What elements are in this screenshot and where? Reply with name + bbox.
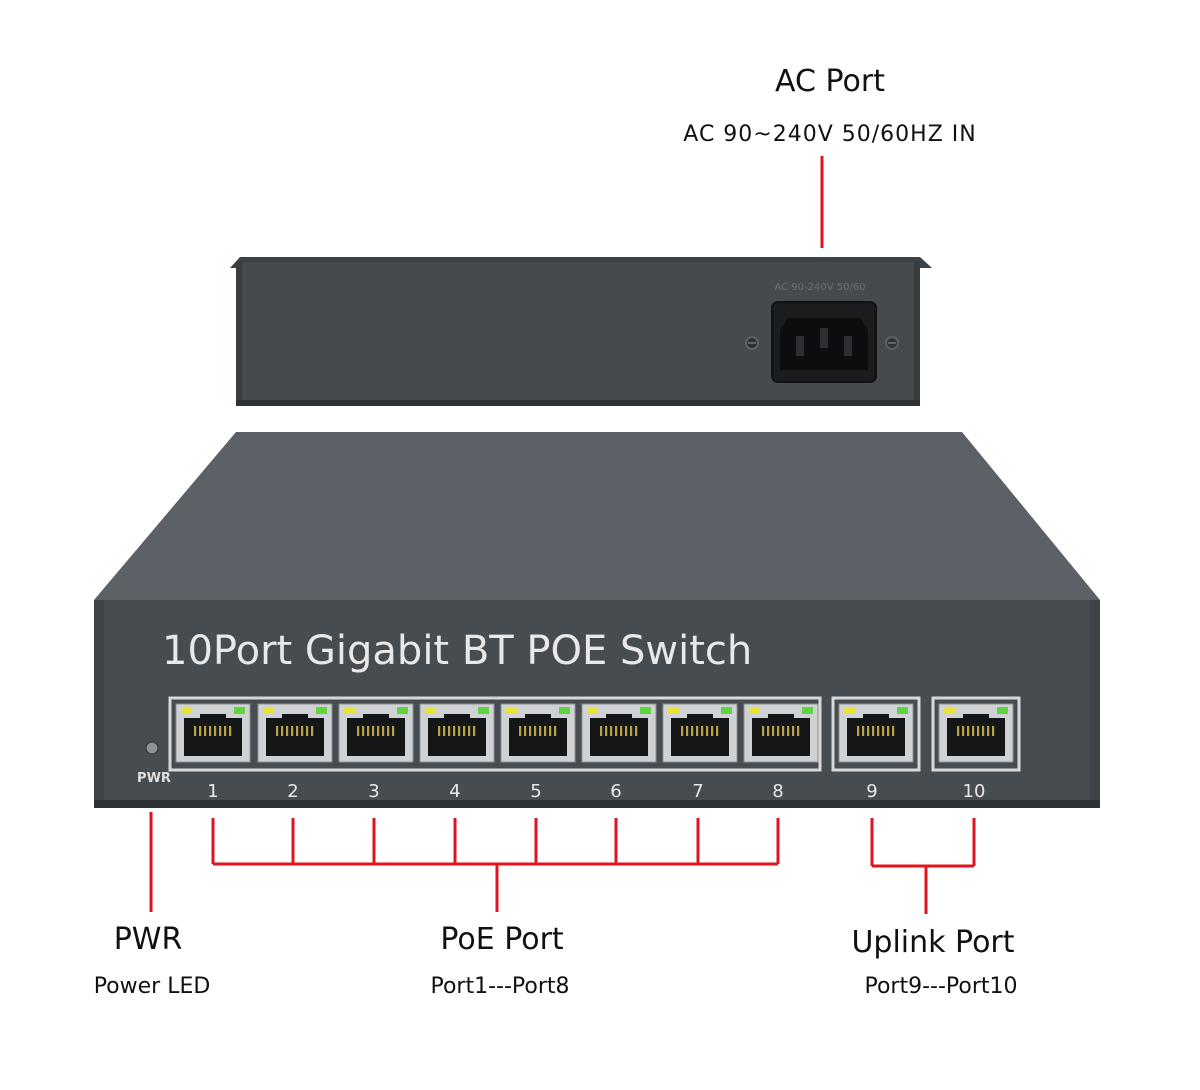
uplink-port-title: Uplink Port	[851, 925, 1015, 960]
port-led-green	[897, 707, 908, 714]
port-led-yellow	[587, 707, 598, 714]
front-label: 10Port Gigabit BT POE Switch	[162, 628, 752, 674]
ac-port-subtitle: AC 90~240V 50/60HZ IN	[683, 122, 977, 147]
port-led-yellow	[944, 707, 955, 714]
port-led-yellow	[668, 707, 679, 714]
callout-lines	[149, 156, 976, 914]
rj45-port[interactable]	[338, 703, 414, 763]
port-number-label: 2	[287, 781, 298, 802]
pwr-title: PWR	[113, 922, 183, 957]
port-number-label: 9	[866, 781, 877, 802]
port-led-yellow	[344, 707, 355, 714]
rj45-ports	[175, 703, 1014, 763]
port-led-yellow	[506, 707, 517, 714]
rj45-port[interactable]	[838, 703, 914, 763]
port-number-label: 1	[207, 781, 218, 802]
rj45-port[interactable]	[419, 703, 495, 763]
rj45-port[interactable]	[743, 703, 819, 763]
pwr-subtitle: Power LED	[93, 974, 211, 999]
port-led-green	[316, 707, 327, 714]
rear-small-text: AC 90-240V 50/60	[774, 282, 865, 293]
port-led-green	[234, 707, 245, 714]
rear-panel-unit: AC 90-240V 50/60	[230, 257, 932, 406]
poe-port-title: PoE Port	[440, 922, 564, 957]
uplink-port-subtitle: Port9---Port10	[864, 974, 1018, 999]
port-number-label: 7	[692, 781, 703, 802]
switch-main-unit: 10Port Gigabit BT POE Switch PWR 1 2 3 4 5 6 7…	[94, 432, 1100, 808]
rj45-port[interactable]	[581, 703, 657, 763]
port-led-green	[559, 707, 570, 714]
rj45-port[interactable]	[257, 703, 333, 763]
port-led-green	[640, 707, 651, 714]
port-led-yellow	[181, 707, 192, 714]
port-led-green	[478, 707, 489, 714]
port-number-label: 5	[530, 781, 541, 802]
port-led-yellow	[425, 707, 436, 714]
port-led-green	[802, 707, 813, 714]
port-number-label: 8	[772, 781, 783, 802]
pwr-led-label: PWR	[137, 771, 171, 786]
port-led-green	[397, 707, 408, 714]
port-number-label: 3	[368, 781, 379, 802]
rj45-port[interactable]	[500, 703, 576, 763]
rj45-port[interactable]	[662, 703, 738, 763]
rj45-port[interactable]	[938, 703, 1014, 763]
port-led-yellow	[844, 707, 855, 714]
port-number-label: 6	[610, 781, 621, 802]
port-led-green	[997, 707, 1008, 714]
port-number-label: 10	[963, 781, 986, 802]
port-led-green	[721, 707, 732, 714]
port-number-labels: 1 2 3 4 5 6 7 8 9 10	[207, 781, 985, 802]
port-led-yellow	[263, 707, 274, 714]
port-number-label: 4	[449, 781, 460, 802]
poe-port-subtitle: Port1---Port8	[430, 974, 570, 999]
ac-port-title: AC Port	[775, 64, 885, 99]
ac-power-socket	[745, 301, 899, 383]
power-led	[145, 741, 159, 755]
port-led-yellow	[749, 707, 760, 714]
rj45-port[interactable]	[175, 703, 251, 763]
